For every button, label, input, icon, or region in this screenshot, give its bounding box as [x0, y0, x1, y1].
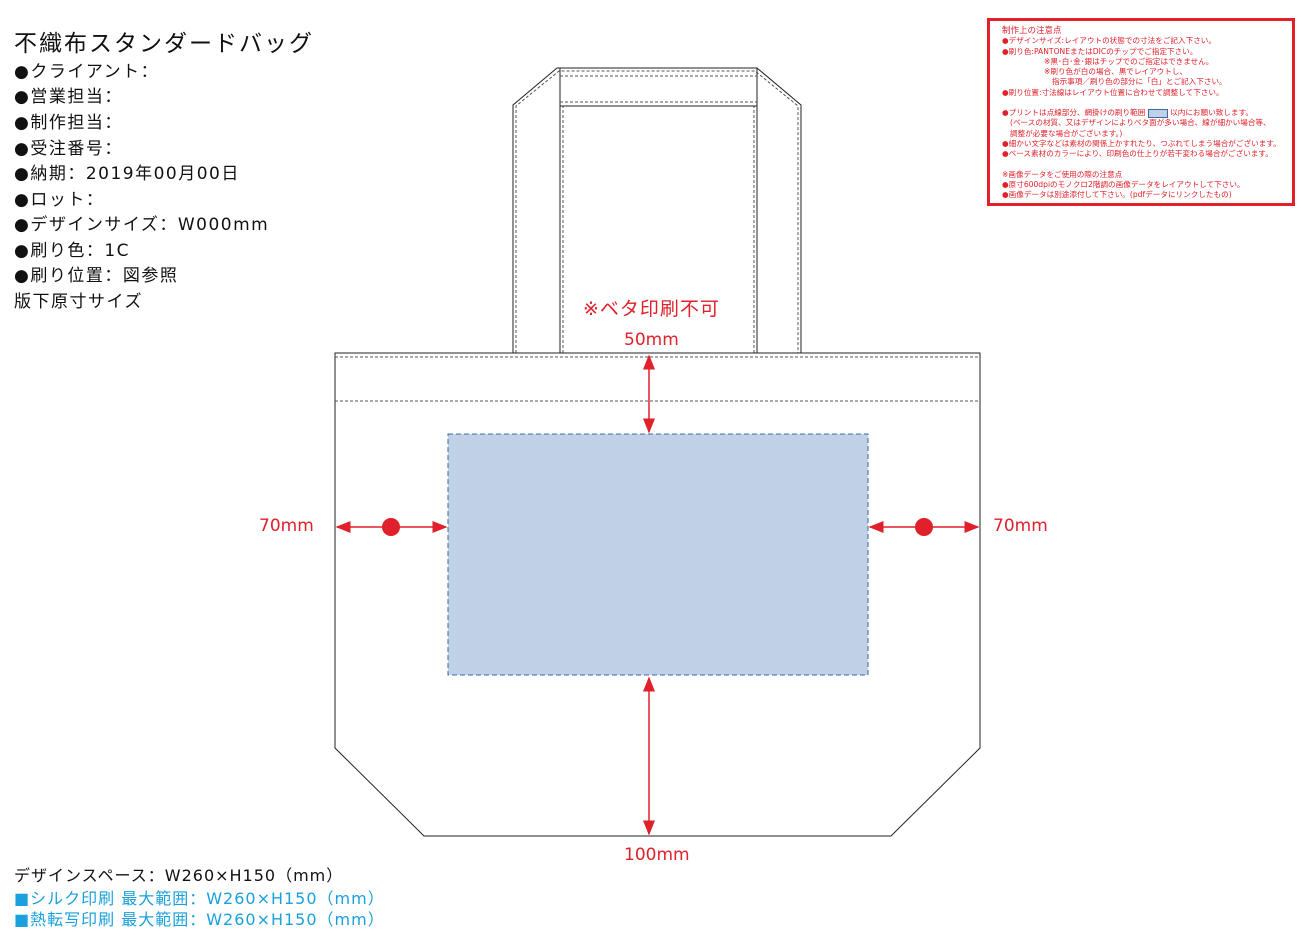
note-line: ●プリントは点線部分、網掛けの刷り範囲 以内にお願い致します。 — [1002, 108, 1292, 118]
note-line: ●デザインサイズ:レイアウトの状態での寸法をご記入下さい。 — [1002, 36, 1216, 46]
spec-actual-size: 版下原寸サイズ — [14, 292, 143, 312]
print-area-swatch — [1147, 108, 1168, 118]
right-dimension-label: 70mm — [993, 516, 1048, 536]
spec-client: ●クライアント： — [14, 62, 160, 82]
note-text: 以内にお願い致します。 — [1170, 108, 1253, 118]
spec-producer: ●制作担当： — [14, 113, 123, 133]
top-dimension-label: 50mm — [624, 330, 679, 350]
left-dimension-label: 70mm — [259, 516, 314, 536]
note-line: ※黒･白･金･銀はチップでのご指定はできません。 — [1044, 56, 1214, 66]
note-line: ●細かい文字などは素材の関係上かすれたり、つぶれてしまう場合がございます。 — [1002, 138, 1281, 148]
spec-lot: ●ロット： — [14, 190, 105, 210]
note-line: 指示事項／刷り色の部分に「白」とご記入下さい。 — [1052, 77, 1227, 87]
left-center-dot — [382, 518, 400, 536]
production-notes-box: 制作上の注意点 ●デザインサイズ:レイアウトの状態での寸法をご記入下さい。 ●刷… — [987, 18, 1295, 206]
note-line: ●原寸600dpiのモノクロ2階調の画像データをレイアウトして下さい。 — [1002, 179, 1245, 189]
notes-heading: 制作上の注意点 — [1002, 26, 1062, 36]
spec-print-position: ●刷り位置：図参照 — [14, 266, 179, 286]
note-line: ●刷り色:PANTONEまたはDICのチップでご指定下さい。 — [1002, 46, 1198, 56]
bottom-dimension-label: 100mm — [624, 845, 690, 865]
spec-design-size: ●デザインサイズ：W000mm — [14, 215, 270, 235]
note-line: (ベースの材質、又はデザインによりベタ面が多い場合、線が細かい場合等、 — [1010, 118, 1271, 128]
note-line: ※刷り色が白の場合、黒でレイアウトし、 — [1044, 67, 1188, 77]
right-center-dot — [915, 518, 933, 536]
bag-handle — [512, 67, 802, 353]
note-line: ●刷り位置:寸法線はレイアウト位置に合わせて調整して下さい。 — [1002, 87, 1224, 97]
note-line: ※画像データをご使用の際の注意点 — [1002, 169, 1123, 179]
page-title: 不織布スタンダードバッグ — [14, 31, 314, 57]
silk-print-range: ■シルク印刷 最大範囲：W260×H150（mm） — [14, 889, 385, 908]
note-line: ●ベース素材のカラーにより、印刷色の仕上りが若干変わる場合がございます。 — [1002, 149, 1273, 159]
heat-transfer-range: ■熱転写印刷 最大範囲：W260×H150（mm） — [14, 910, 385, 929]
spec-print-color: ●刷り色：1C — [14, 241, 131, 261]
note-line: ●画像データは別途添付して下さい。(pdfデータにリンクしたもの) — [1002, 190, 1232, 200]
note-line: 調整が必要な場合がございます。) — [1010, 128, 1123, 138]
spec-order-number: ●受注番号： — [14, 139, 123, 159]
design-space: デザインスペース：W260×H150（mm） — [14, 866, 344, 885]
print-area — [447, 433, 869, 676]
no-solid-print-warning: ※ベタ印刷不可 — [583, 298, 720, 320]
spec-deadline: ●納期：2019年00月00日 — [14, 164, 240, 184]
note-text: ●プリントは点線部分、網掛けの刷り範囲 — [1002, 108, 1146, 118]
spec-sales: ●営業担当： — [14, 87, 123, 107]
